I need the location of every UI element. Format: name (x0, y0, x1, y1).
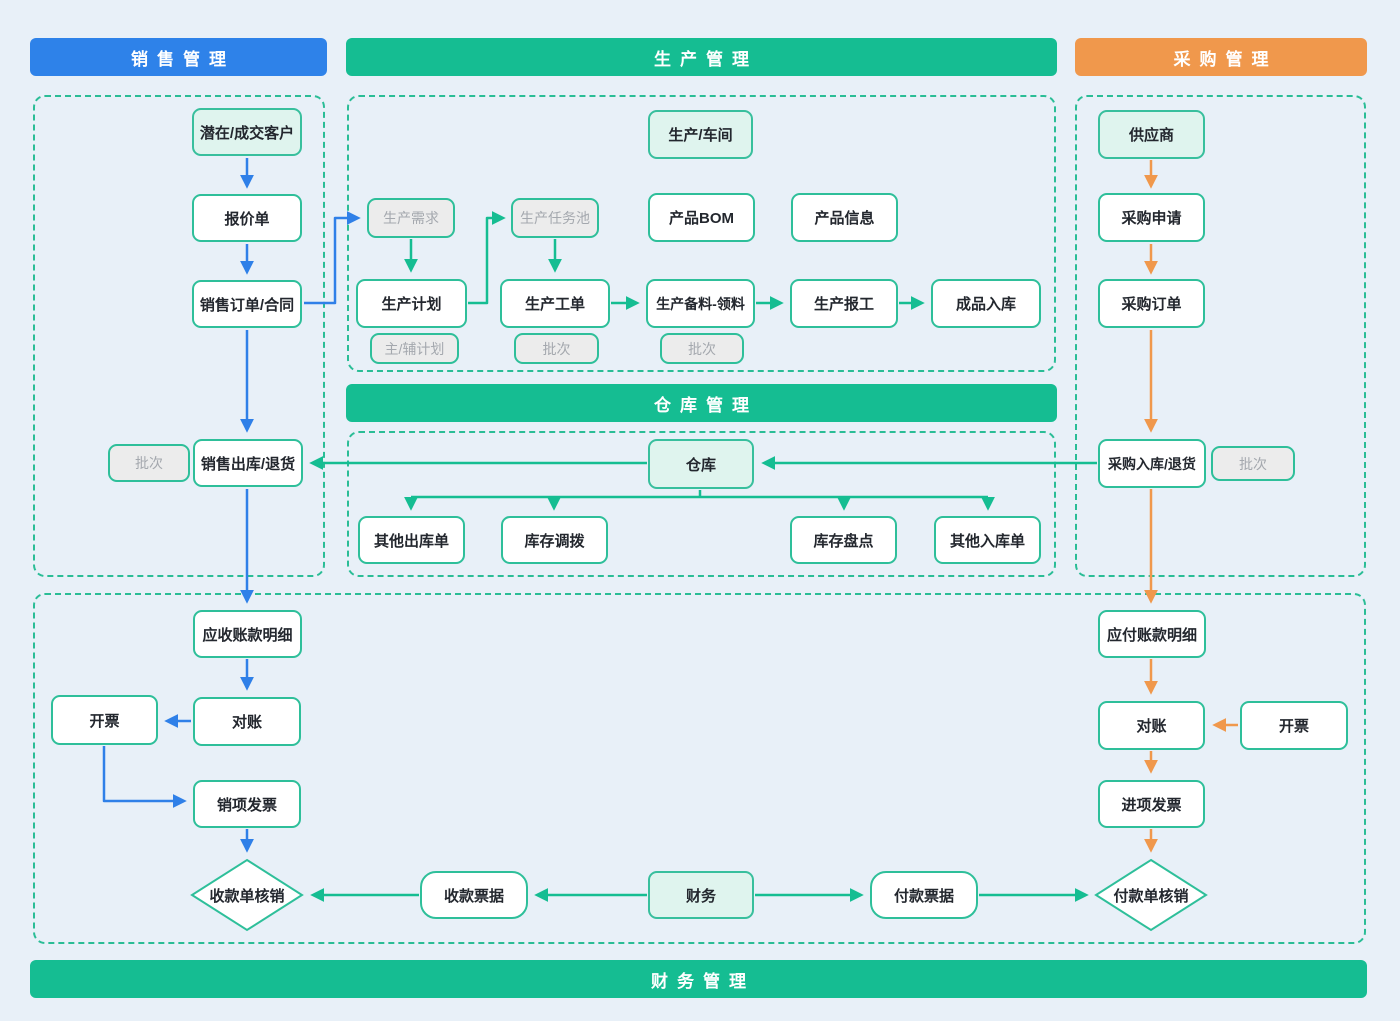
node-prod-plan: 生产计划 (356, 279, 467, 328)
node-warehouse: 仓库 (648, 439, 754, 489)
node-purchase-inbound: 采购入库/退货 (1098, 439, 1206, 488)
node-workshop: 生产/车间 (648, 110, 753, 159)
diamond-shape (1094, 858, 1208, 932)
production-management-header: 生产管理 (346, 38, 1057, 76)
node-payment-writeoff-label: 付款单核销 (1113, 887, 1189, 905)
node-reconcile-ap: 对账 (1098, 701, 1205, 750)
node-payment-writeoff: 付款单核销 (1094, 858, 1208, 932)
node-receipt-writeoff: 收款单核销 (190, 858, 304, 932)
purchase-zone (1075, 95, 1366, 577)
node-finance: 财务 (648, 871, 754, 919)
node-potential-customer: 潜在/成交客户 (192, 108, 302, 156)
node-ap-detail: 应付账款明细 (1098, 610, 1206, 658)
node-batch-purchase: 批次 (1211, 446, 1295, 481)
node-ar-detail: 应收账款明细 (193, 610, 302, 658)
node-sales-outbound: 销售出库/退货 (193, 439, 303, 487)
purchase-management-header: 采购管理 (1075, 38, 1367, 76)
node-batch-sales: 批次 (108, 444, 190, 482)
node-prod-demand: 生产需求 (367, 198, 455, 238)
finance-zone (33, 593, 1366, 944)
node-prod-workorder: 生产工单 (500, 279, 610, 328)
node-product-bom: 产品BOM (648, 193, 755, 242)
finance-management-header: 财务管理 (30, 960, 1367, 998)
sales-management-header: 销售管理 (30, 38, 327, 76)
node-prod-task-pool: 生产任务池 (511, 198, 599, 238)
warehouse-zone (347, 431, 1056, 577)
node-product-info: 产品信息 (791, 193, 898, 242)
node-prod-material: 生产备料-领料 (646, 279, 755, 328)
node-quotation: 报价单 (192, 194, 302, 242)
node-batch-material: 批次 (660, 333, 744, 364)
node-receipt-writeoff-label: 收款单核销 (209, 887, 285, 905)
node-other-inbound: 其他入库单 (934, 516, 1041, 564)
node-supplier: 供应商 (1098, 110, 1205, 159)
node-purchase-request: 采购申请 (1098, 193, 1205, 242)
node-sales-invoice: 销项发票 (193, 780, 301, 828)
node-payment-bill: 付款票据 (870, 871, 978, 919)
node-finished-inbound: 成品入库 (931, 279, 1041, 328)
node-reconcile-ar: 对账 (193, 697, 301, 746)
node-input-invoice: 进项发票 (1098, 780, 1205, 828)
sales-zone (33, 95, 325, 577)
node-other-outbound: 其他出库单 (358, 516, 465, 564)
node-receipt-bill: 收款票据 (420, 871, 528, 919)
warehouse-management-header: 仓库管理 (346, 384, 1057, 422)
node-stock-check: 库存盘点 (790, 516, 897, 564)
node-stock-transfer: 库存调拨 (501, 516, 608, 564)
node-invoice-ap: 开票 (1240, 701, 1348, 750)
node-invoice-ar: 开票 (51, 695, 158, 745)
node-sales-order: 销售订单/合同 (192, 280, 302, 328)
node-purchase-order: 采购订单 (1098, 279, 1205, 328)
node-batch-workorder: 批次 (514, 333, 599, 364)
node-main-aux-plan: 主/辅计划 (370, 333, 459, 364)
node-prod-report: 生产报工 (790, 279, 898, 328)
diamond-shape (190, 858, 304, 932)
